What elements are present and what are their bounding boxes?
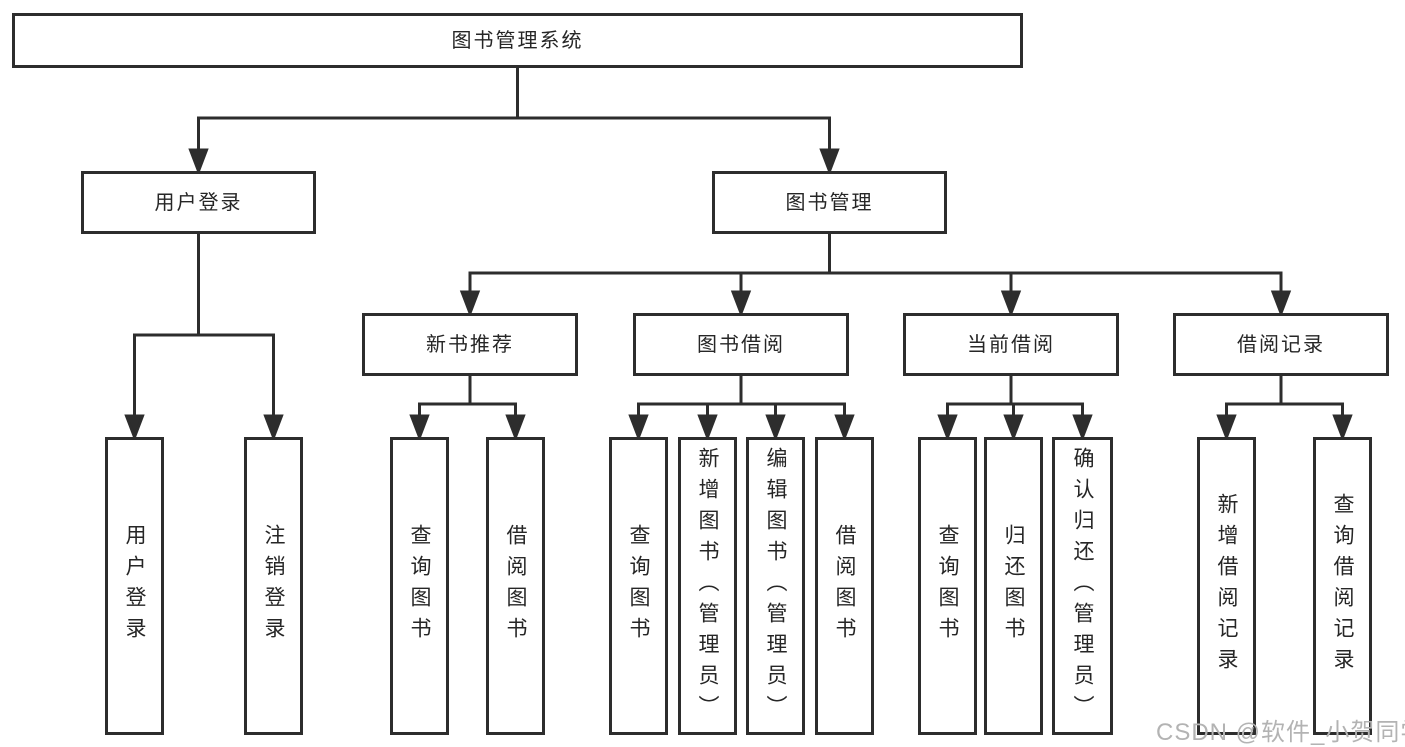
- connector-group: [124, 68, 1353, 442]
- leaf-label: 查询图书: [627, 524, 650, 648]
- leaf-label: 新增借阅记录: [1215, 493, 1238, 679]
- node-new-book-recommend-label: 新书推荐: [426, 333, 514, 356]
- node-borrowing-records: 借阅记录: [1173, 313, 1389, 376]
- leaf-query-books-borrowing: 查询图书: [609, 437, 668, 735]
- leaf-logout: 注销登录: [244, 437, 303, 735]
- node-book-management-label: 图书管理: [785, 191, 874, 214]
- leaf-borrow-books-recommend: 借阅图书: [486, 437, 545, 735]
- leaf-label: 借阅图书: [504, 524, 527, 648]
- csdn-watermark: CSDN @软件_小贺同学: [1156, 719, 1405, 746]
- leaf-label: 查询借阅记录: [1331, 493, 1354, 679]
- leaf-label: 查询图书: [408, 524, 431, 648]
- leaf-edit-books-admin: 编辑图书（管理员）: [746, 437, 805, 735]
- node-user-login-label: 用户登录: [154, 191, 243, 214]
- leaf-query-borrow-record: 查询借阅记录: [1313, 437, 1372, 735]
- leaf-return-books: 归还图书: [984, 437, 1043, 735]
- leaf-query-books-current: 查询图书: [918, 437, 977, 735]
- leaf-label: 用户登录: [123, 524, 146, 648]
- leaf-label: 借阅图书: [833, 524, 856, 648]
- leaf-label: 注销登录: [262, 524, 285, 648]
- node-borrowing-records-label: 借阅记录: [1237, 333, 1325, 356]
- leaf-add-books-admin: 新增图书（管理员）: [678, 437, 737, 735]
- leaf-user-login: 用户登录: [105, 437, 164, 735]
- node-book-borrowing-label: 图书借阅: [697, 333, 785, 356]
- leaf-add-borrow-record: 新增借阅记录: [1197, 437, 1256, 735]
- node-current-borrowing-label: 当前借阅: [967, 333, 1055, 356]
- leaf-query-books-recommend: 查询图书: [390, 437, 449, 735]
- node-book-management: 图书管理: [712, 171, 947, 234]
- node-user-login: 用户登录: [81, 171, 316, 234]
- leaf-label: 编辑图书（管理员）: [764, 446, 787, 726]
- leaf-label: 查询图书: [936, 524, 959, 648]
- leaf-label: 新增图书（管理员）: [696, 446, 719, 726]
- node-root-label: 图书管理系统: [451, 29, 584, 52]
- node-new-book-recommend: 新书推荐: [362, 313, 578, 376]
- leaf-borrow-books-borrowing: 借阅图书: [815, 437, 874, 735]
- leaf-confirm-return-admin: 确认归还（管理员）: [1052, 437, 1113, 735]
- leaf-label: 归还图书: [1002, 524, 1025, 648]
- leaf-label: 确认归还（管理员）: [1071, 446, 1094, 726]
- node-root: 图书管理系统: [12, 13, 1023, 68]
- node-book-borrowing: 图书借阅: [633, 313, 849, 376]
- node-current-borrowing: 当前借阅: [903, 313, 1119, 376]
